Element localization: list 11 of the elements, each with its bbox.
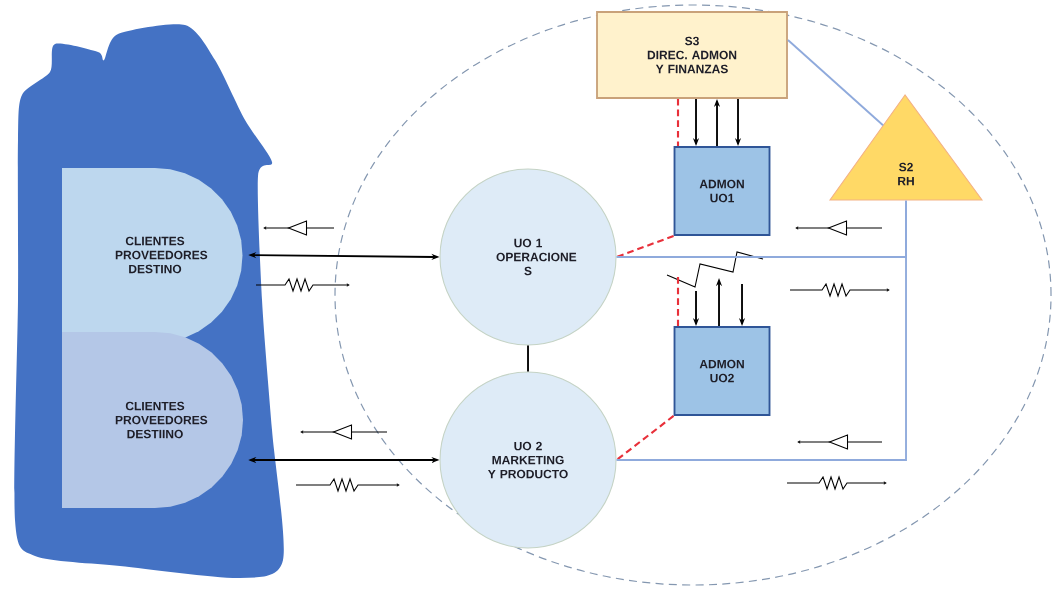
dashed-ellipse bbox=[334, 4, 1052, 586]
dashed-line bbox=[616, 234, 674, 258]
connector-line bbox=[615, 199, 907, 461]
dashed-line bbox=[615, 415, 675, 461]
connector-line bbox=[527, 344, 529, 373]
department-box: S3 DIREC. ADMON Y FINANZAS bbox=[596, 11, 788, 99]
connector-line bbox=[787, 39, 884, 127]
dashed-line bbox=[676, 98, 680, 147]
admin-box: ADMON UO1 bbox=[673, 146, 771, 236]
dashed-line bbox=[676, 277, 680, 327]
admin-box: ADMON UO2 bbox=[673, 326, 771, 416]
